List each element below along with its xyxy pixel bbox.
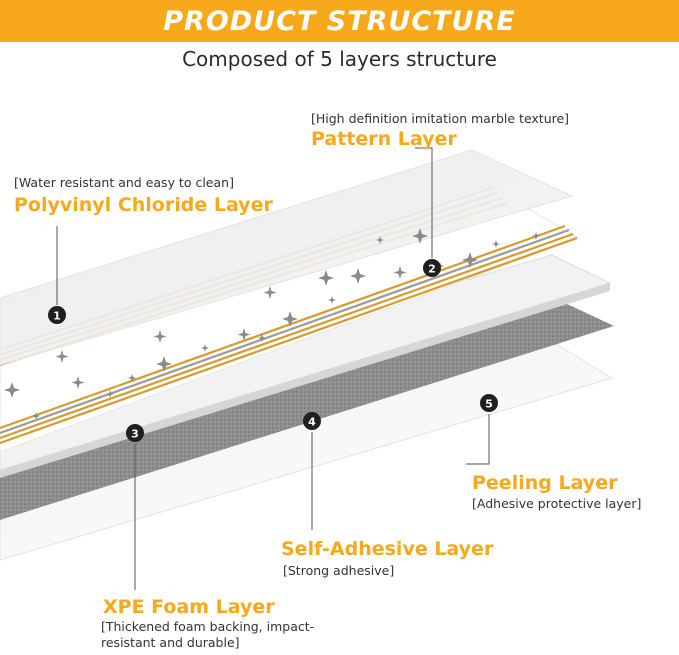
self-adhesive-layer-sheet [0,296,614,520]
badge-5: 5 [480,394,498,412]
page-title: PRODUCT STRUCTURE [163,5,516,37]
badge-3: 3 [126,424,144,442]
header-banner: PRODUCT STRUCTURE [0,0,679,42]
badge-1-number: 1 [53,310,61,323]
badge-1: 1 [48,306,66,324]
pattern-layer-name: Pattern Layer [311,128,457,150]
badge-2: 2 [423,259,441,277]
page-subtitle: Composed of 5 layers structure [182,47,497,71]
pvc-layer-name: Polyvinyl Chloride Layer [14,194,273,216]
leader-line-2 [415,147,433,258]
xpe-foam-layer-description: [Thickened foam backing, impact-resistan… [101,619,315,650]
pvc-texture [55,228,428,363]
self-adhesive-layer-name: Self-Adhesive Layer [281,538,494,560]
badge-3-number: 3 [131,428,139,441]
pvc-layer-description: [Water resistant and easy to clean] [14,175,234,190]
pvc-layer-sheet [0,149,574,366]
badge-5-number: 5 [485,398,493,411]
badge-4-number: 4 [308,416,316,429]
xpe-foam-layer-name: XPE Foam Layer [103,596,275,618]
leader-lines [56,147,490,590]
peeling-layer-name: Peeling Layer [472,472,618,494]
badge-4: 4 [303,412,321,430]
xpe-foam-layer-edge [0,283,610,478]
badge-2-number: 2 [428,263,436,276]
peeling-layer-description: [Adhesive protective layer] [472,496,642,511]
self-adhesive-layer-description: [Strong adhesive] [283,563,395,578]
pattern-stripes-bottom [0,224,578,445]
leader-line-5 [466,414,490,465]
pattern-layer-description: [High definition imitation marble textur… [311,111,570,126]
